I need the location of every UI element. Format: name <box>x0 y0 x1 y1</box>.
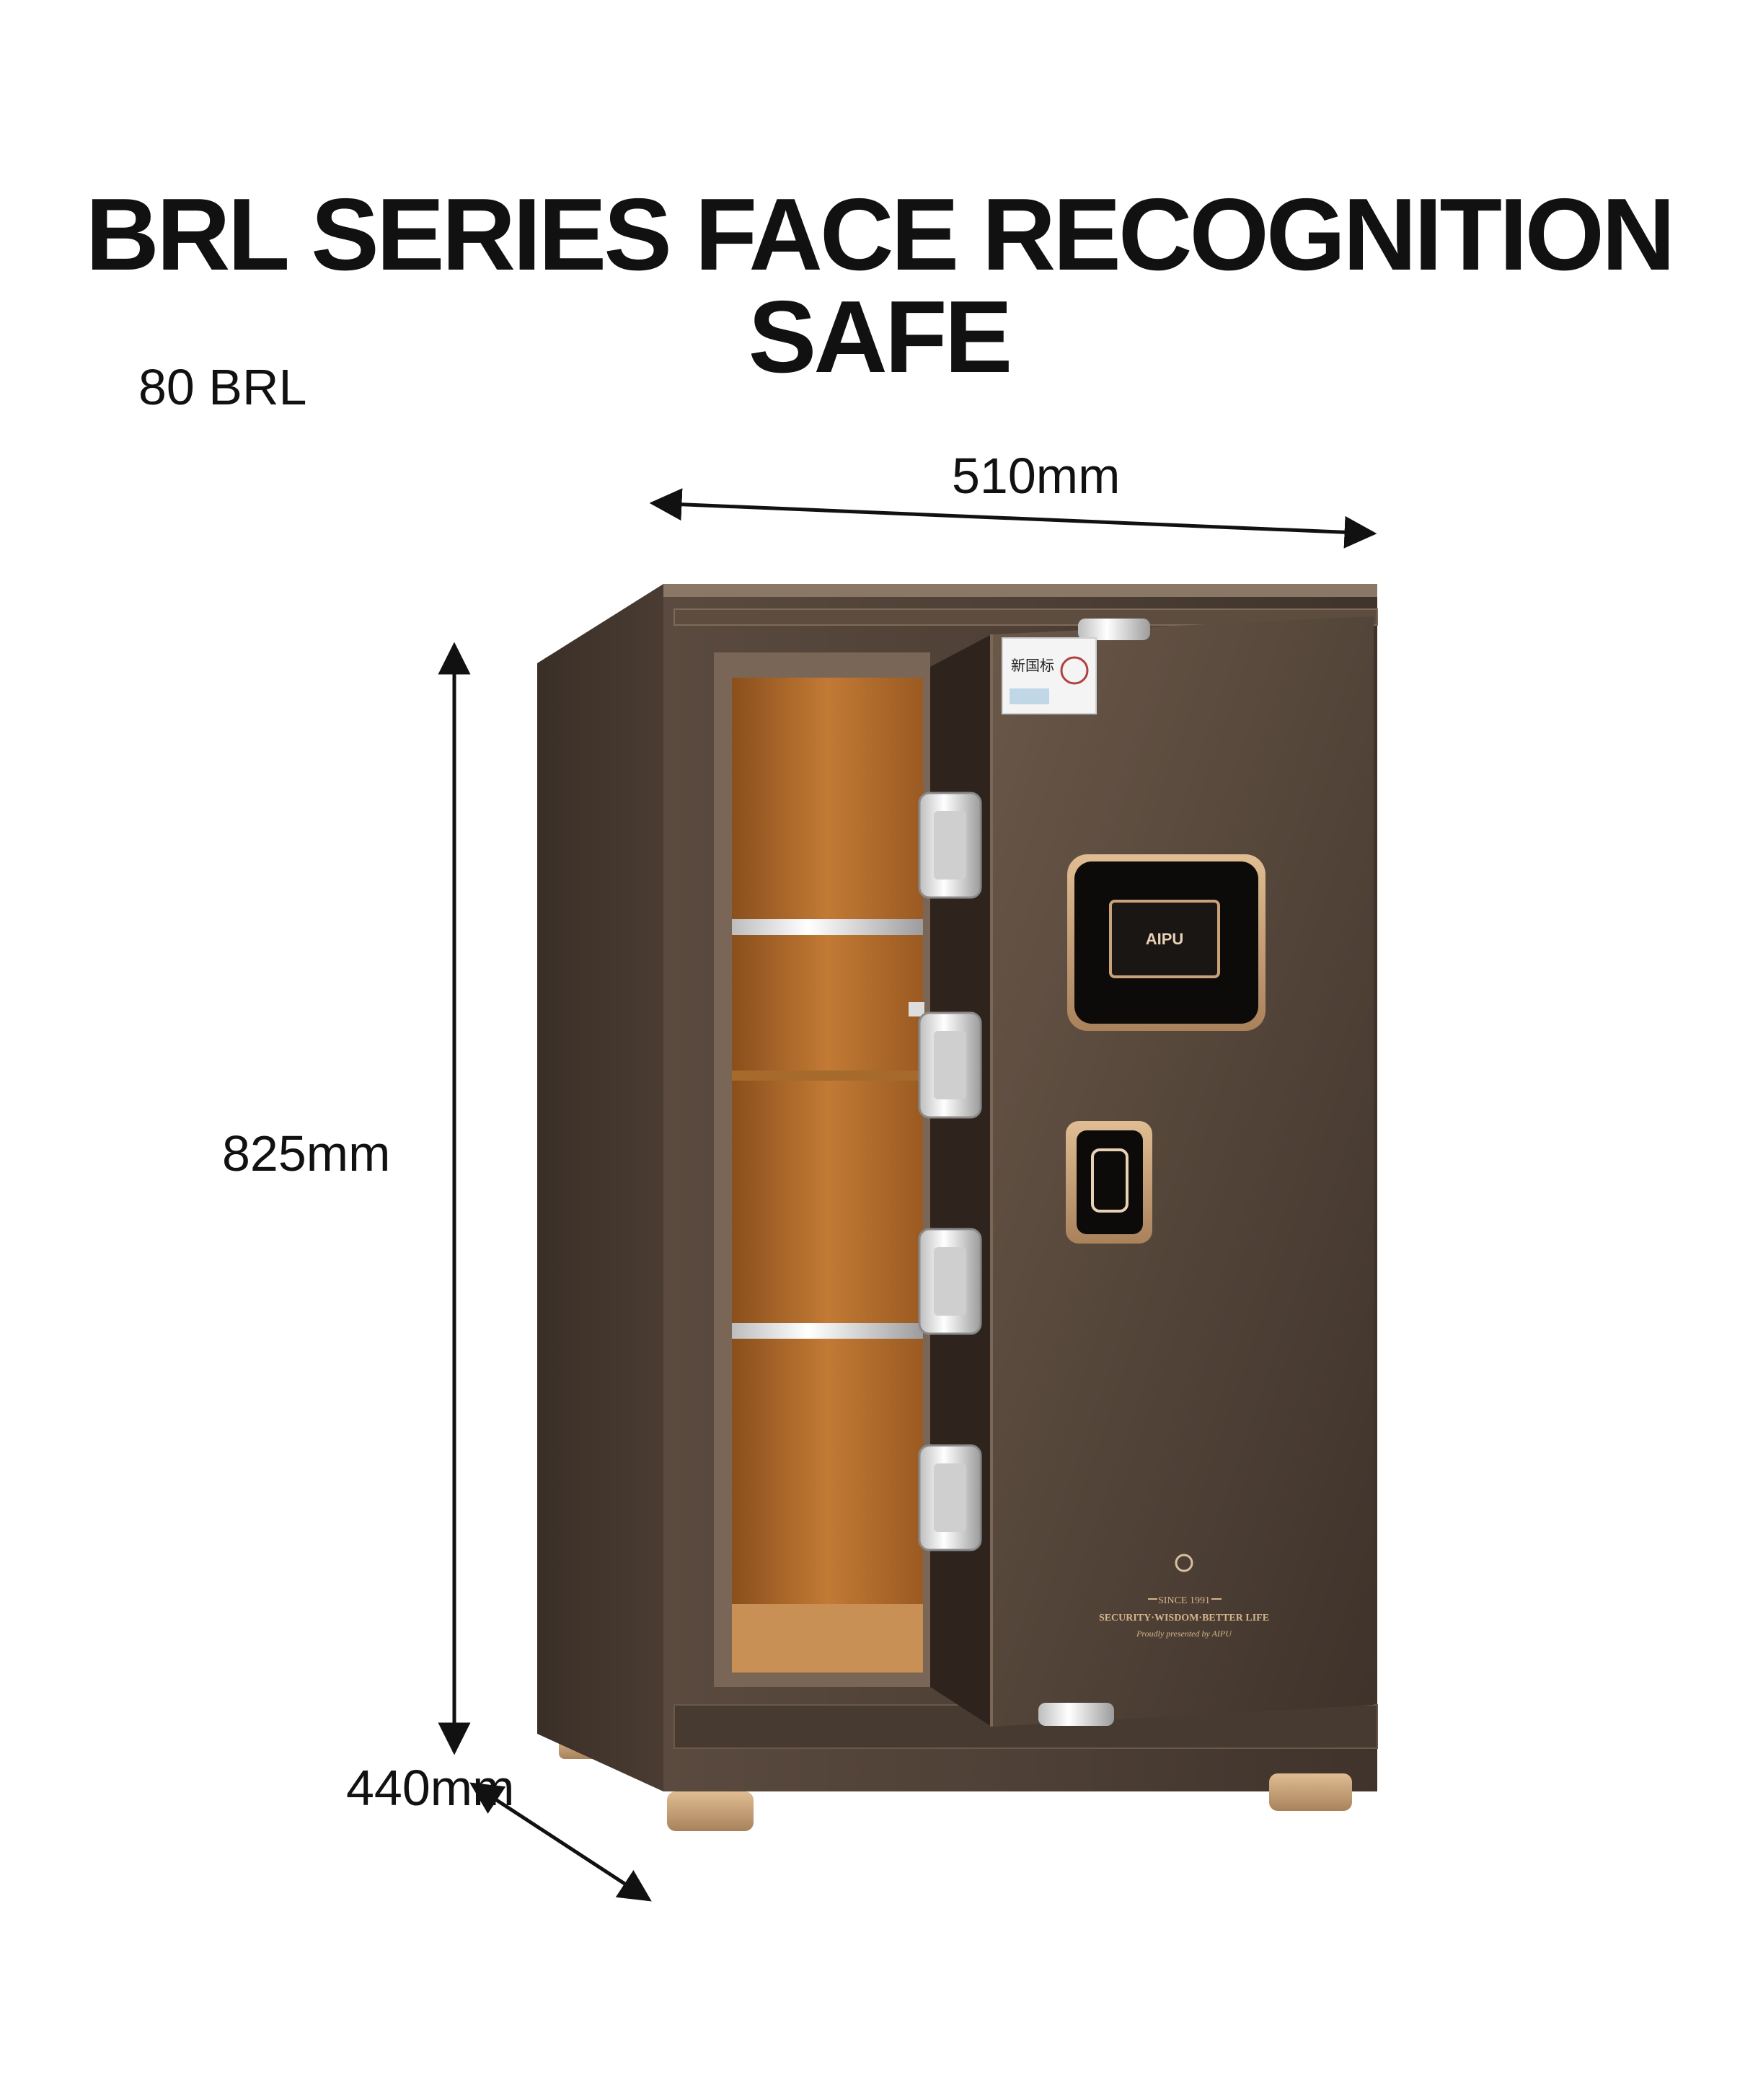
height-dimension-label: 825mm <box>222 1125 391 1182</box>
interior-floor <box>732 1604 923 1673</box>
bottom-hinge <box>1038 1703 1114 1726</box>
width-arrow <box>649 488 1377 549</box>
motto-line-3: Proudly presented by AIPU <box>1136 1629 1232 1639</box>
top-trim <box>663 584 1377 597</box>
front-right-foot <box>1269 1773 1352 1811</box>
page-title: BRL SERIES FACE RECOGNITION SAFE <box>85 177 1675 394</box>
lower-shelf <box>732 1323 923 1339</box>
safe-door[interactable] <box>991 616 1374 1727</box>
face-recognition-panel[interactable] <box>1067 854 1266 1031</box>
interior-latch <box>909 1002 924 1016</box>
motto-line-1: SINCE 1991 <box>1158 1595 1210 1606</box>
safe-side-panel <box>537 584 663 1791</box>
depth-arrow <box>469 1782 652 1902</box>
locking-bolts <box>918 792 982 1551</box>
top-rail <box>673 608 1378 626</box>
certification-sticker <box>1002 637 1097 714</box>
safe-interior <box>732 678 923 1673</box>
fingerprint-reader[interactable] <box>1066 1121 1152 1244</box>
upper-shelf-top <box>732 1071 923 1081</box>
upper-shelf <box>732 919 923 935</box>
keyhole[interactable] <box>1175 1554 1193 1572</box>
motto-line-2: SECURITY·WISDOM·BETTER LIFE <box>1099 1613 1269 1623</box>
model-label: 80 BRL <box>138 359 307 415</box>
certification-label: 新国标 <box>1011 657 1054 674</box>
front-left-foot <box>667 1791 754 1831</box>
brand-logo: AIPU <box>1146 930 1184 948</box>
top-hinge <box>1078 619 1150 640</box>
